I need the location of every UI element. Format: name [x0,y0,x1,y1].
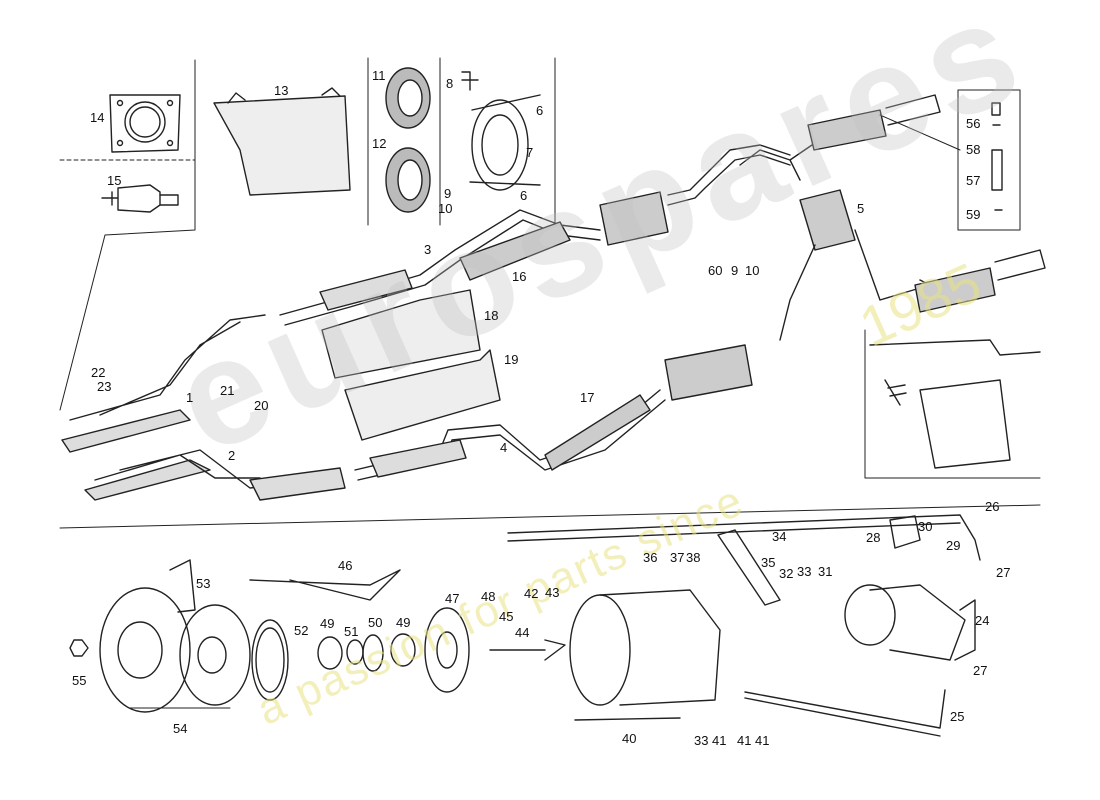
callout-label: 22 [91,365,106,380]
callout-label: 18 [484,308,499,323]
callout-label: 33 [694,733,709,748]
callout-label: 2 [228,448,236,463]
callout-label: 25 [950,709,965,724]
rubber-ring-drawing [385,67,431,213]
callout-label: 16 [512,269,527,284]
heat-shield-drawing [213,87,351,196]
callout-label: 36 [643,550,658,565]
pump-body-drawing [489,589,721,721]
callout-label: 59 [966,207,981,222]
pulley-gear-drawing [69,559,470,713]
callout-label: 49 [320,616,335,631]
callout-label: 46 [338,558,353,573]
callout-label: 28 [866,530,881,545]
callout-label: 48 [481,589,496,604]
callout-label: 58 [966,142,981,157]
callout-label: 49 [396,615,411,630]
callout-label: 29 [946,538,961,553]
callout-label: 11 [372,68,386,83]
heat-plate-drawing [321,289,501,441]
callout-label: 1 [186,390,194,405]
mounting-bracket-drawing [461,71,541,191]
callout-label: 6 [536,103,544,118]
exhaust-pipe-drawing [279,144,791,481]
callout-label: 3 [424,242,432,257]
callout-label: 33 [797,564,812,579]
callout-label: 41 [712,733,727,748]
callout-label: 26 [985,499,1000,514]
callout-label: 57 [966,173,981,188]
bracket-drawing [717,529,781,606]
callout-label: 4 [500,440,508,455]
callout-label: 54 [173,721,188,736]
callout-label: 10 [745,263,760,278]
callout-label: 51 [344,624,359,639]
inset-mount-drawing [869,339,1041,469]
callout-label: 43 [545,585,560,600]
callout-label: 9 [731,263,739,278]
callout-label: 5 [857,201,865,216]
sensor-fitting-drawing [101,184,179,213]
callout-label: 53 [196,576,211,591]
callout-label: 42 [524,586,539,601]
callout-label: 47 [445,591,460,606]
exhaust-manifold-drawing [61,314,346,501]
callout-label: 44 [515,625,530,640]
callout-label: 41 [755,733,770,748]
callout-label: 10 [438,201,453,216]
callout-label: 37 [670,550,685,565]
air-pump-drawing [844,515,976,661]
callout-label: 35 [761,555,776,570]
callout-label: 31 [818,564,833,579]
callout-label: 21 [220,383,235,398]
callout-label: 30 [918,519,933,534]
callout-label: 50 [368,615,383,630]
callout-label: 24 [975,613,990,628]
bolt-kit-box [957,89,1021,231]
callout-label: 60 [708,263,723,278]
callout-label: 45 [499,609,514,624]
callout-label: 23 [97,379,112,394]
callout-label: 8 [446,76,454,91]
callout-label: 13 [274,83,289,98]
section-divider [59,504,1041,529]
rear-silencer-drawing [739,94,1046,341]
hose-drawing [744,689,946,737]
callout-label: 19 [504,352,519,367]
callout-label: 27 [996,565,1011,580]
callout-label: 38 [686,550,701,565]
callout-label: 27 [973,663,988,678]
callout-label: 14 [90,110,105,125]
gasket-flange-drawing [109,94,181,153]
inset-frame [864,329,1041,479]
callout-label: 40 [622,731,637,746]
leader-line [59,59,196,411]
callout-label: 20 [254,398,269,413]
callout-label: 6 [520,188,528,203]
callout-label: 41 [737,733,752,748]
callout-label: 12 [372,136,387,151]
callout-label: 7 [526,145,534,160]
hose-drawing [507,514,981,561]
callout-label: 9 [444,186,452,201]
callout-label: 55 [72,673,87,688]
callout-label: 52 [294,623,309,638]
callout-label: 15 [107,173,122,188]
callout-label: 32 [779,566,794,581]
callout-label: 34 [772,529,787,544]
callout-label: 17 [580,390,595,405]
callout-label: 56 [966,116,981,131]
